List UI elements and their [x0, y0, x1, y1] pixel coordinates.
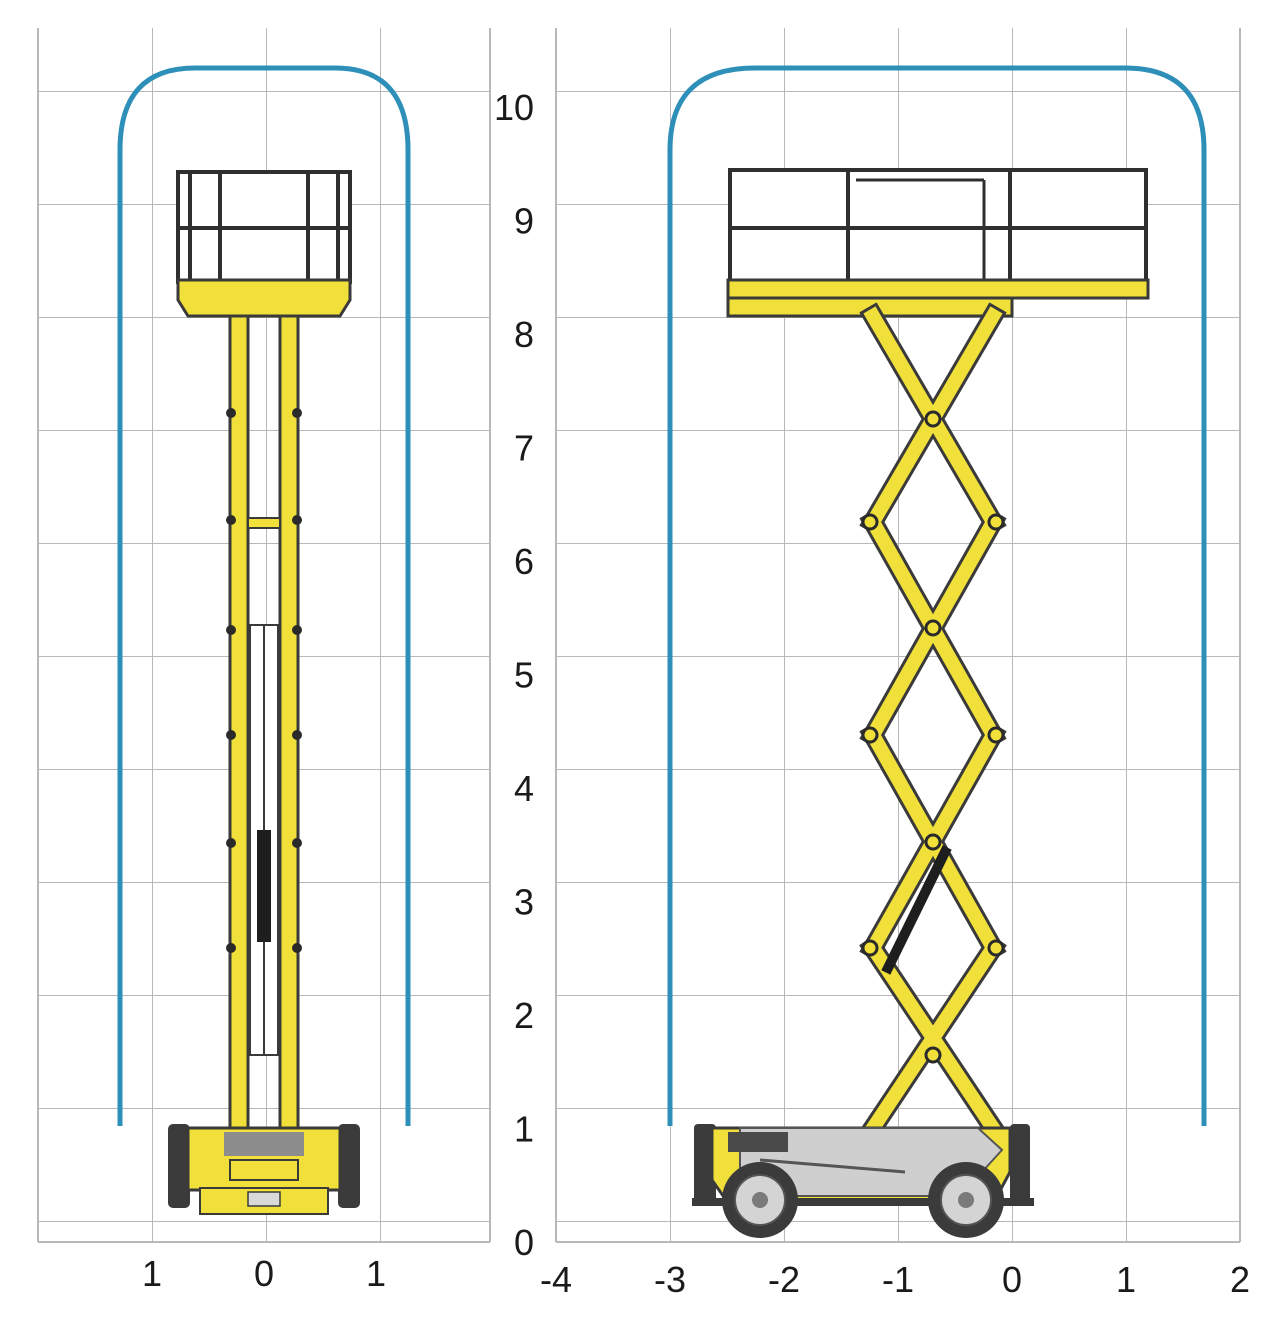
y-tick-label: 1: [514, 1109, 534, 1150]
right-panel: [555, 28, 1241, 1243]
left-x-tick-label: 1: [366, 1253, 386, 1294]
y-tick-label: 7: [514, 428, 534, 469]
right-platform-deck: [726, 278, 1150, 300]
left-x-tick-label: 1: [142, 1253, 162, 1294]
right-front-wheel: [928, 1162, 1004, 1238]
left-platform-deck: [176, 278, 352, 318]
y-tick-label: 5: [514, 655, 534, 696]
left-envelope-outline: [117, 65, 411, 1126]
right-envelope-outline: [667, 65, 1207, 1126]
right-lift-cylinder: [881, 845, 952, 975]
right-scissor-arms: [859, 302, 1007, 1142]
y-tick-label: 9: [514, 201, 534, 242]
right-x-tick-label: -1: [882, 1259, 914, 1300]
left-x-axis-labels: 1 0 1: [142, 1253, 386, 1294]
left-chassis: [168, 1124, 360, 1215]
left-scissor-stack: [226, 314, 302, 1130]
right-x-tick-label: 0: [1002, 1259, 1022, 1300]
left-panel: [37, 28, 491, 1243]
right-rear-wheel: [722, 1162, 798, 1238]
left-platform-basket: [176, 170, 352, 284]
y-tick-label: 10: [494, 87, 534, 128]
y-tick-label: 3: [514, 882, 534, 923]
y-tick-label: 6: [514, 541, 534, 582]
y-tick-label: 2: [514, 995, 534, 1036]
y-tick-label: 8: [514, 314, 534, 355]
left-x-tick-label: 0: [254, 1253, 274, 1294]
right-x-tick-label: -3: [654, 1259, 686, 1300]
right-x-tick-label: 1: [1116, 1259, 1136, 1300]
right-x-tick-label: 2: [1230, 1259, 1250, 1300]
y-tick-label: 4: [514, 768, 534, 809]
y-tick-label: 0: [514, 1222, 534, 1263]
right-platform-basket: [728, 168, 1148, 284]
right-x-tick-label: -4: [540, 1259, 572, 1300]
right-x-axis-labels: -4 -3 -2 -1 0 1 2: [540, 1259, 1250, 1300]
right-x-tick-label: -2: [768, 1259, 800, 1300]
